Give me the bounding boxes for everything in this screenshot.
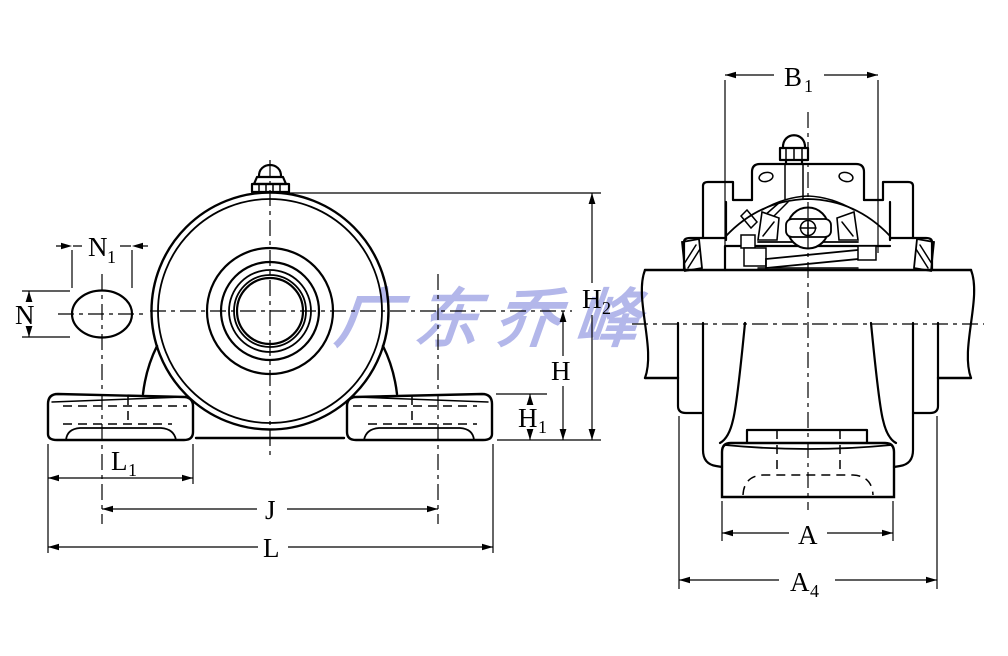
dim-label-h: H [551,356,571,386]
dim-label-b1: B [784,62,802,92]
front-hidden-lines [63,396,477,425]
dim-label-h2: H [582,284,602,314]
front-centerlines [58,160,572,524]
dim-label-n1: N [88,232,108,262]
side-dimensions: B 1 A A 4 [678,62,938,601]
dim-label-l1: L [111,446,128,476]
dim-label-h2-sub: 2 [602,298,611,318]
side-view: B 1 A A 4 [632,62,984,601]
side-pedestal-lower [676,321,940,499]
front-dimensions: N 1 N L 1 J [15,192,611,563]
dim-label-n1-sub: 1 [107,247,116,267]
dim-label-j: J [265,495,276,525]
dim-label-l1-sub: 1 [128,460,137,480]
front-pedestal [46,344,494,442]
dim-label-a4: A [790,567,810,597]
side-bearing-internals [723,201,892,272]
front-view: N 1 N L 1 J [15,160,611,563]
dim-label-n: N [15,300,35,330]
side-grease-nipple [778,134,810,166]
dim-label-b1-sub: 1 [804,76,813,96]
side-seals [681,237,935,273]
dim-label-a: A [798,520,818,550]
dim-label-h1: H [518,403,538,433]
side-centerlines [632,112,984,510]
dim-label-a4-sub: 4 [810,581,819,601]
dim-label-h1-sub: 1 [538,417,547,437]
dim-label-l: L [263,533,280,563]
